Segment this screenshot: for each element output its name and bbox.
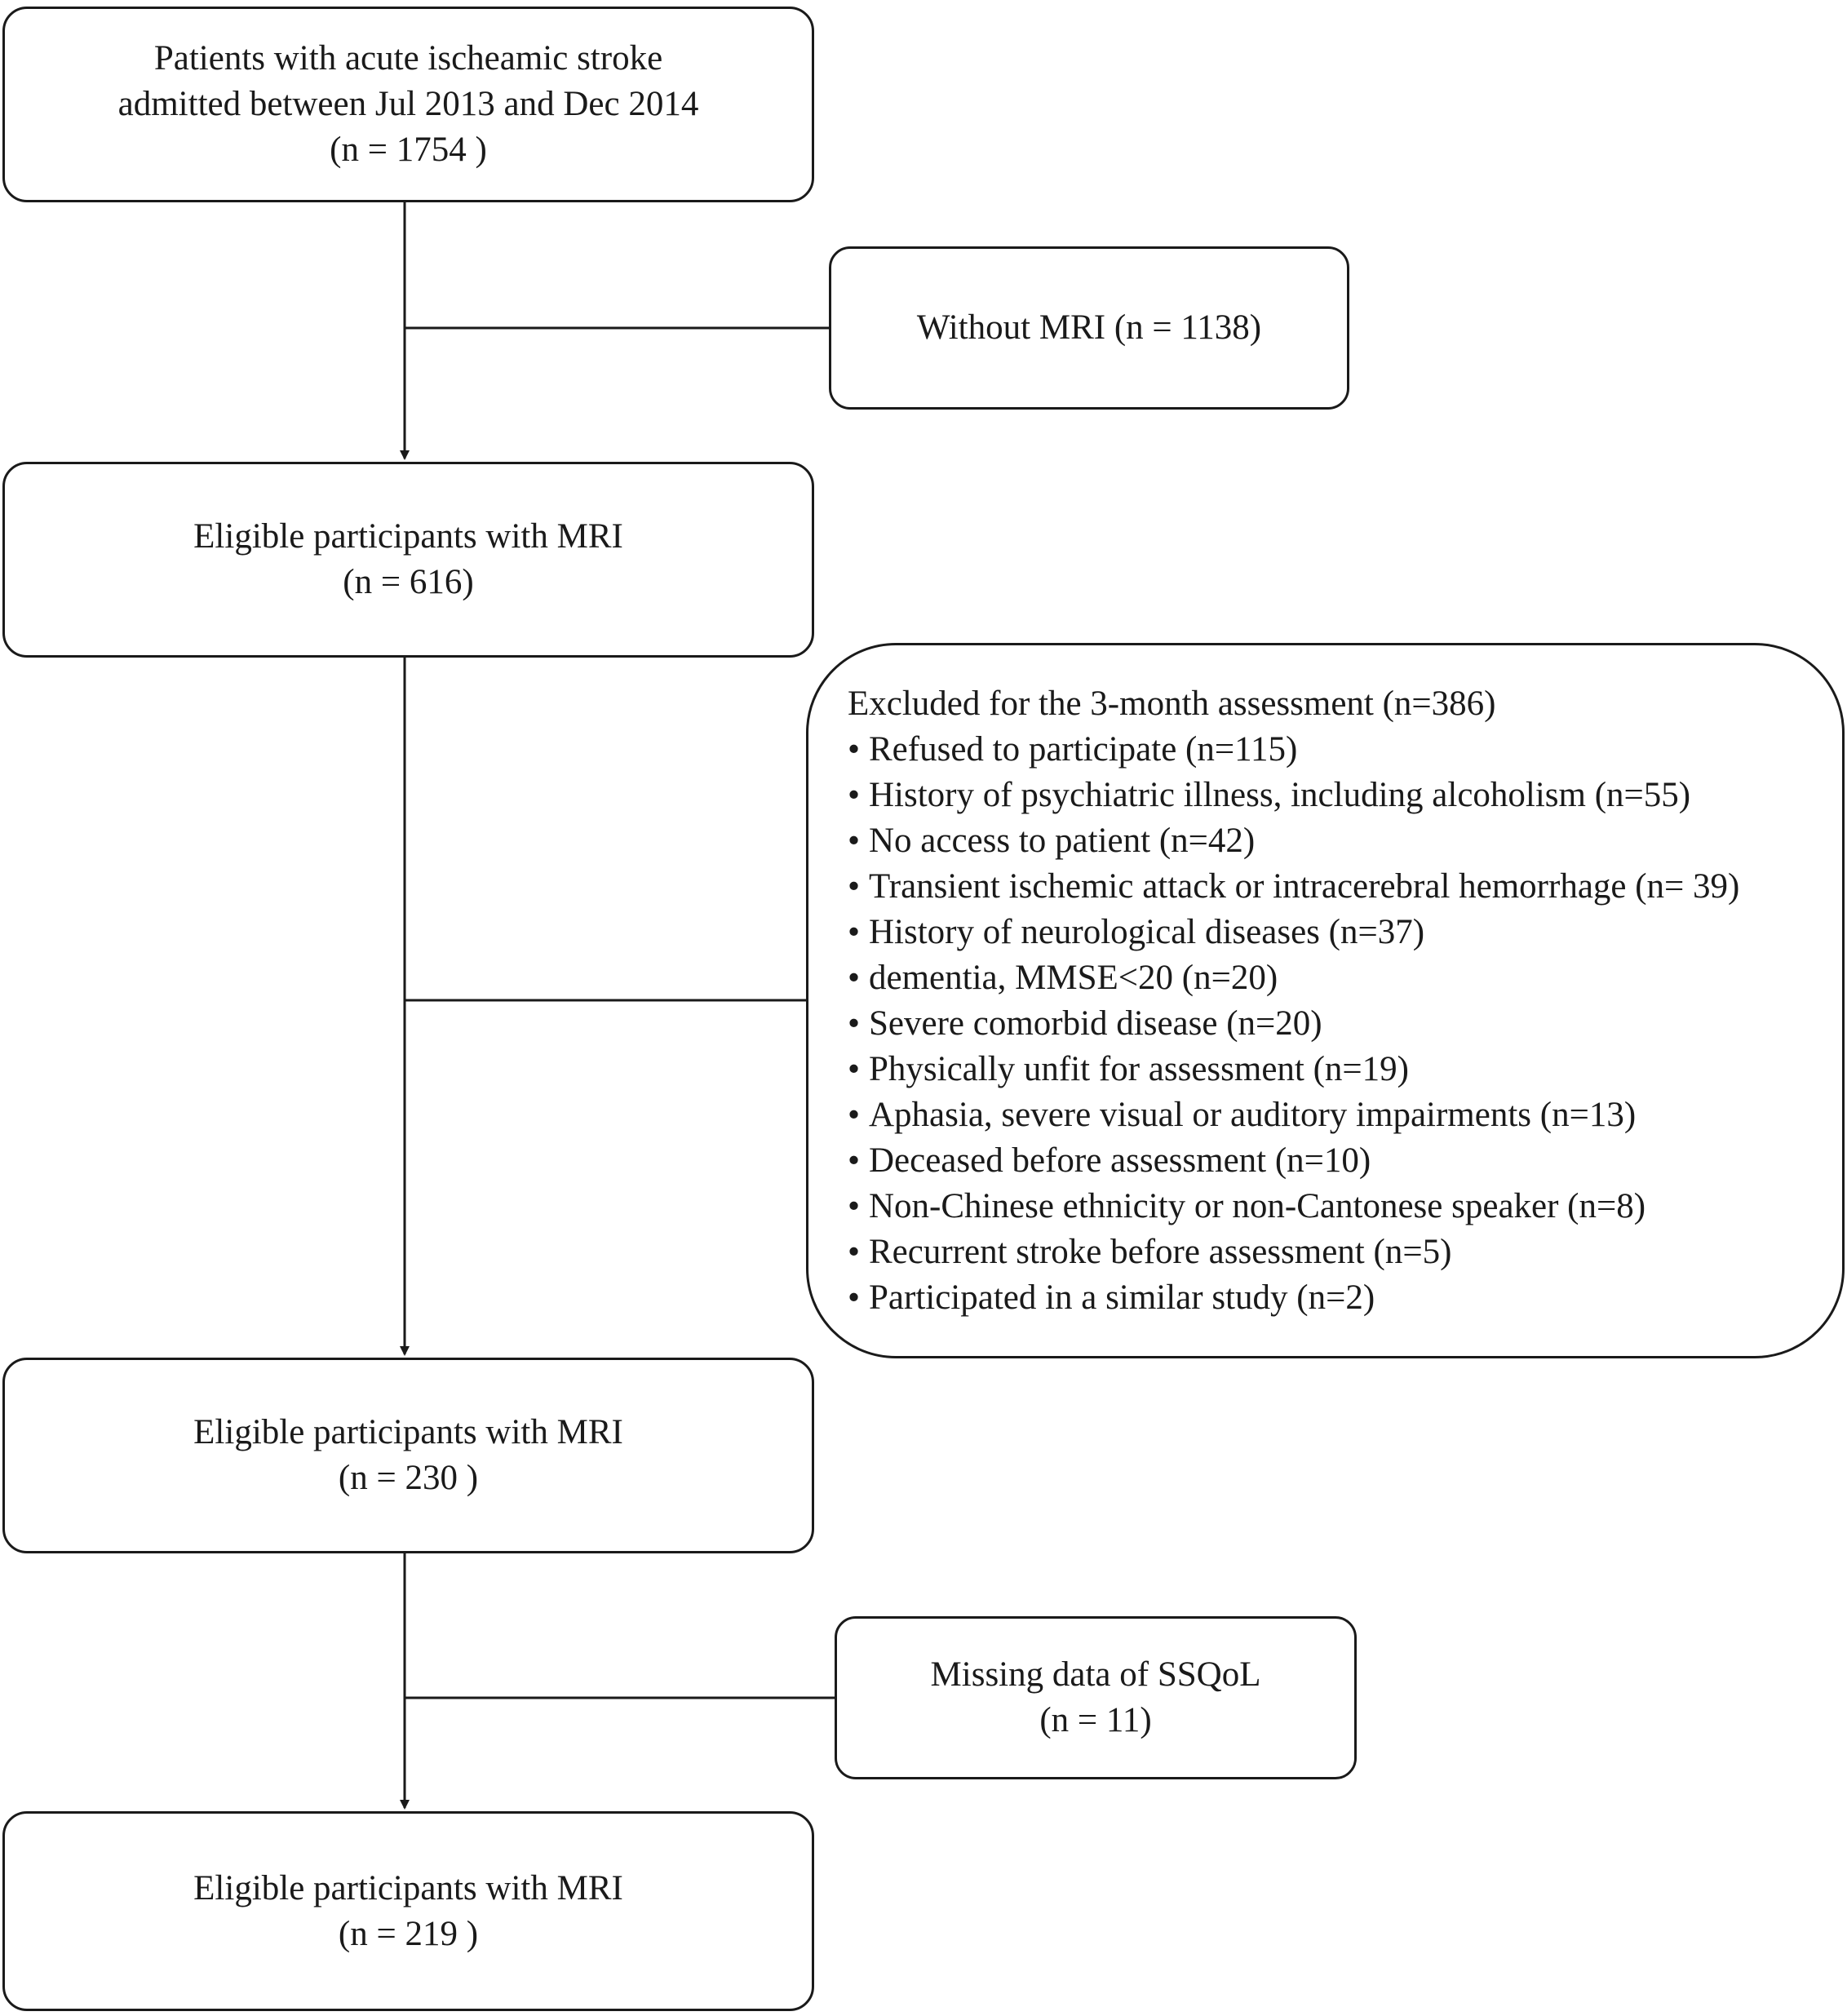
eligible-616-count: (n = 616) [343, 563, 474, 601]
excluded-reason-item: Recurrent stroke before assessment (n=5) [848, 1230, 1739, 1275]
excluded-reason-item: History of psychiatric illness, includin… [848, 773, 1739, 818]
excluded-reason-item: Refused to participate (n=115) [848, 727, 1739, 773]
missing-ssqol-label: Missing data of SSQoL [930, 1655, 1261, 1694]
eligible-219-label: Eligible participants with MRI [193, 1868, 623, 1907]
excluded-reason-item: Deceased before assessment (n=10) [848, 1138, 1739, 1184]
admitted-line-2: admitted between Jul 2013 and Dec 2014 [117, 85, 699, 123]
eligible-616-label: Eligible participants with MRI [193, 517, 623, 556]
excluded-reason-item: No access to patient (n=42) [848, 818, 1739, 864]
without-mri-box: Without MRI (n = 1138) [829, 246, 1349, 410]
excluded-reason-item: History of neurological diseases (n=37) [848, 910, 1739, 955]
excluded-reason-item: Aphasia, severe visual or auditory impai… [848, 1092, 1739, 1138]
eligible-616-box: Eligible participants with MRI (n = 616) [2, 462, 814, 658]
eligible-219-box: Eligible participants with MRI (n = 219 … [2, 1811, 814, 2011]
eligible-230-box: Eligible participants with MRI (n = 230 … [2, 1358, 814, 1553]
excluded-reason-item: Non-Chinese ethnicity or non-Cantonese s… [848, 1184, 1739, 1230]
excluded-reason-item: Severe comorbid disease (n=20) [848, 1001, 1739, 1047]
excluded-heading: Excluded for the 3-month assessment (n=3… [848, 684, 1496, 723]
admitted-line-1: Patients with acute ischeamic stroke [153, 39, 663, 78]
excluded-box: Excluded for the 3-month assessment (n=3… [806, 643, 1845, 1358]
excluded-reason-item: Transient ischemic attack or intracerebr… [848, 864, 1739, 910]
admitted-patients-box: Patients with acute ischeamic stroke adm… [2, 7, 814, 202]
eligible-230-label: Eligible participants with MRI [193, 1413, 623, 1451]
without-mri-label: Without MRI (n = 1138) [916, 308, 1262, 347]
missing-ssqol-box: Missing data of SSQoL (n = 11) [835, 1616, 1357, 1779]
admitted-count: (n = 1754 ) [330, 131, 487, 169]
excluded-reasons-list: Refused to participate (n=115) History o… [848, 727, 1739, 1321]
excluded-reason-item: Physically unfit for assessment (n=19) [848, 1047, 1739, 1092]
eligible-219-count: (n = 219 ) [338, 1914, 479, 1953]
eligible-230-count: (n = 230 ) [338, 1459, 479, 1497]
excluded-reason-item: dementia, MMSE<20 (n=20) [848, 955, 1739, 1001]
missing-ssqol-count: (n = 11) [1039, 1701, 1152, 1739]
excluded-reason-item: Participated in a similar study (n=2) [848, 1275, 1739, 1321]
